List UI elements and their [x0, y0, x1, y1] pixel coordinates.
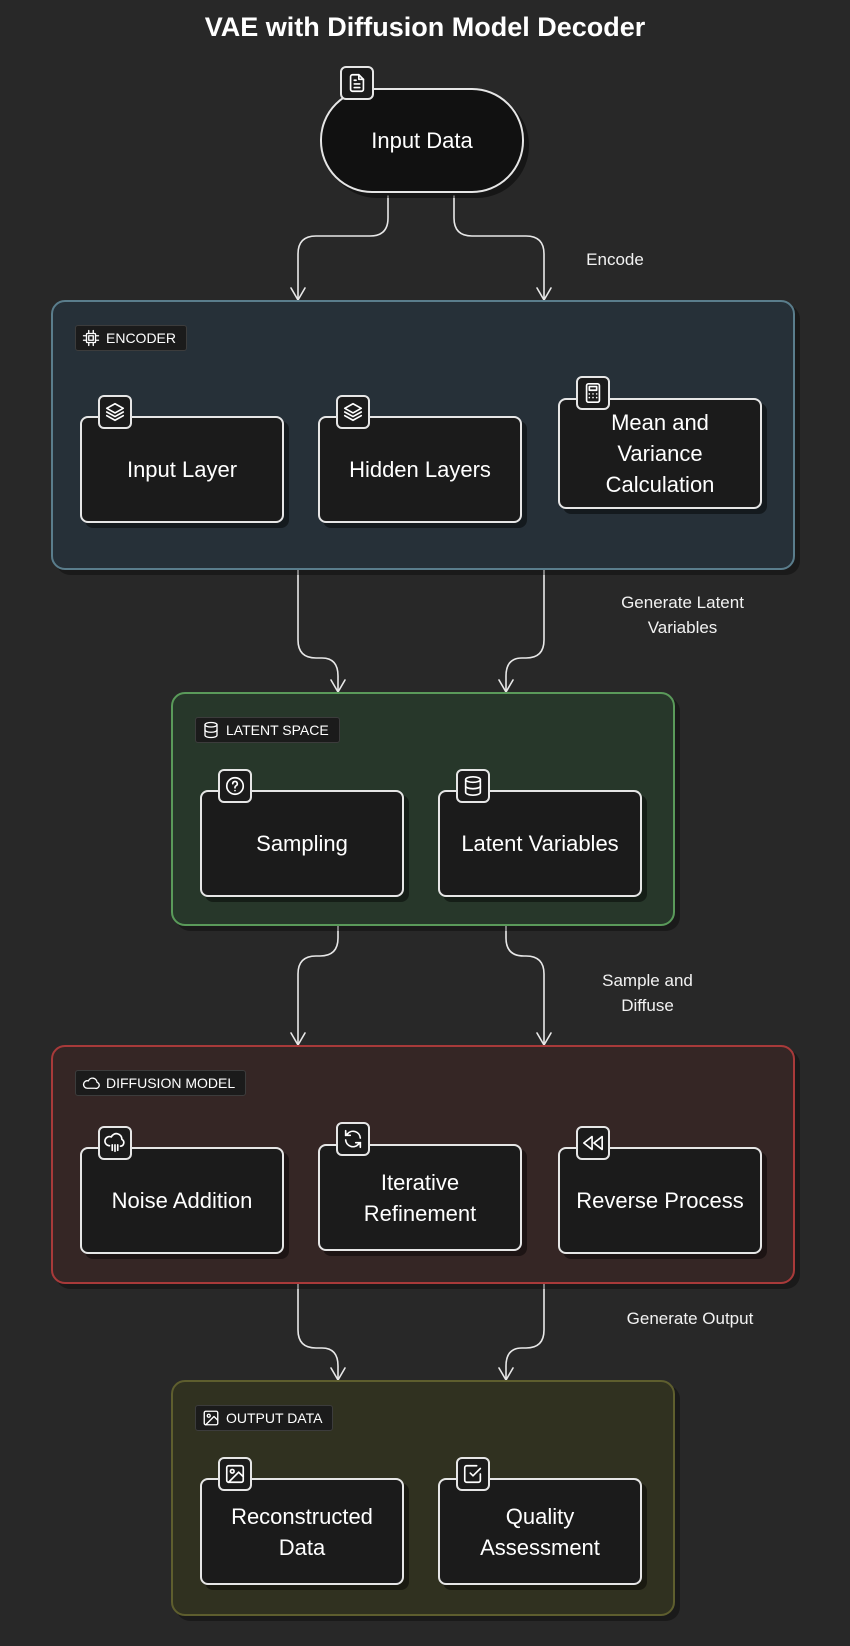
edge-label-encode: Encode: [586, 250, 644, 269]
edge-label-generate-output: Generate Output: [626, 1309, 754, 1328]
rewind-icon: [576, 1126, 610, 1160]
layers-icon: [98, 395, 132, 429]
edge-input-encoder-right: [453, 195, 545, 301]
sampling-node: Sampling: [200, 790, 404, 897]
database-icon: [204, 721, 218, 739]
edge-input-encoder-left: [297, 195, 389, 301]
edge-diffusion-output-right: [505, 1279, 545, 1381]
latent-variables-node: Latent Variables: [438, 790, 642, 897]
latent-variables-label: Latent Variables: [461, 831, 619, 856]
mean-variance-node: Mean and Variance Calculation: [558, 398, 762, 509]
cloud-rain-icon: [98, 1126, 132, 1160]
cpu-icon: [82, 329, 100, 347]
encoder-group-tag: ENCODER: [75, 325, 188, 351]
iterative-refinement-label: Iterative Refinement: [363, 1169, 477, 1226]
encoder-group-title: ENCODER: [106, 330, 177, 346]
latent-group-tag: LATENT SPACE: [195, 717, 340, 743]
file-text-icon: [340, 66, 374, 100]
edge-label-generate-latent: Generate Latent Variables: [621, 593, 744, 637]
input-layer-node: Input Layer: [80, 416, 284, 523]
edge-latent-diffusion-left: [297, 921, 339, 1046]
reverse-process-label: Reverse Process: [576, 1188, 744, 1213]
edge-encoder-latent-left: [297, 565, 339, 693]
hidden-layers-node: Hidden Layers: [318, 416, 522, 523]
calculator-icon: [576, 376, 610, 410]
image-icon: [203, 1410, 219, 1426]
mean-variance-label: Mean and Variance Calculation: [605, 410, 715, 497]
database-icon: [456, 769, 490, 803]
edge-encoder-latent-right: [505, 565, 545, 693]
reconstructed-data-label: Reconstructed Data: [231, 1503, 373, 1560]
edge-label-sample-diffuse: Sample and Diffuse: [602, 971, 693, 1015]
diagram-title: VAE with Diffusion Model Decoder: [204, 12, 646, 42]
sampling-label: Sampling: [256, 831, 348, 856]
diffusion-group-title: DIFFUSION MODEL: [106, 1075, 236, 1091]
check-square-icon: [456, 1457, 490, 1491]
output-group-tag: OUTPUT DATA: [195, 1405, 334, 1431]
cloud-icon: [82, 1077, 100, 1090]
quality-assessment-node: Quality Assessment: [438, 1478, 642, 1585]
diffusion-group-tag: DIFFUSION MODEL: [75, 1070, 247, 1096]
noise-addition-node: Noise Addition: [80, 1147, 284, 1254]
edge-latent-diffusion-right: [505, 921, 545, 1046]
image-icon: [218, 1457, 252, 1491]
edge-diffusion-output-left: [297, 1279, 339, 1381]
hidden-layers-label: Hidden Layers: [349, 457, 491, 482]
help-circle-icon: [218, 769, 252, 803]
layers-icon: [336, 395, 370, 429]
noise-addition-label: Noise Addition: [111, 1188, 253, 1213]
iterative-refinement-node: Iterative Refinement: [318, 1144, 522, 1251]
refresh-icon: [336, 1122, 370, 1156]
reconstructed-data-node: Reconstructed Data: [200, 1478, 404, 1585]
quality-assessment-label: Quality Assessment: [480, 1503, 600, 1560]
reverse-process-node: Reverse Process: [558, 1147, 762, 1254]
input-data-label: Input Data: [371, 127, 473, 153]
output-group-title: OUTPUT DATA: [226, 1410, 323, 1426]
latent-group-title: LATENT SPACE: [226, 722, 329, 738]
input-data-node: Input Data: [320, 88, 524, 193]
input-layer-label: Input Layer: [126, 457, 238, 482]
